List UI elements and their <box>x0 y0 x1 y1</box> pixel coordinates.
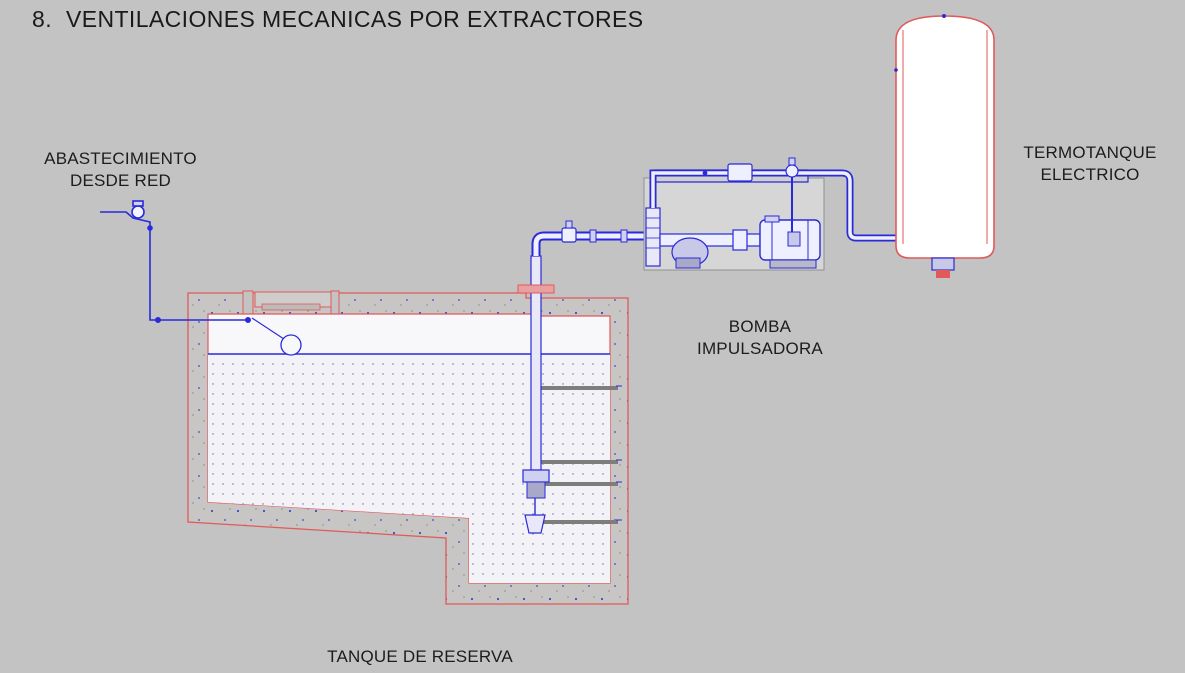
heater-drain-valve <box>931 257 955 271</box>
supply-meter-icon <box>131 205 145 219</box>
tank-hatch <box>242 290 254 316</box>
heater-tank-body <box>895 15 995 259</box>
heater-label-line2: ELECTRICO <box>1040 165 1140 184</box>
check-valve <box>522 469 550 483</box>
pressure-switch <box>727 163 753 182</box>
heater-label-line1: TERMOTANQUE <box>1023 143 1157 162</box>
supply-label: ABASTECIMIENTO DESDE RED <box>18 148 223 192</box>
heater-label: TERMOTANQUE ELECTRICO <box>1000 142 1180 186</box>
pump-label-line1: BOMBA <box>728 317 792 336</box>
union <box>620 229 628 243</box>
tank-water <box>208 354 610 583</box>
level-sensor-bar <box>538 520 618 524</box>
tank-slab-gap <box>330 290 340 316</box>
pump-coupling <box>732 229 748 251</box>
pressure-gauge <box>785 164 799 178</box>
supply-label-line2: DESDE RED <box>70 171 171 190</box>
water-heater <box>894 14 995 278</box>
supply-label-line1: ABASTECIMIENTO <box>44 149 197 168</box>
foot-valve <box>524 514 546 534</box>
discharge-line <box>531 220 650 256</box>
pump-label-line2: IMPULSADORA <box>697 339 823 358</box>
gate-valve <box>561 227 577 243</box>
level-sensor-bar <box>538 386 618 390</box>
union <box>589 229 597 243</box>
page-title: 8. VENTILACIONES MECANICAS POR EXTRACTORE… <box>32 6 644 33</box>
pump-label: BOMBA IMPULSADORA <box>660 316 860 360</box>
supply-line <box>100 200 252 323</box>
tank-flange <box>517 284 555 294</box>
pump-manifold <box>645 207 661 267</box>
level-sensor-bar <box>538 482 618 486</box>
tank-label-line1: TANQUE DE RESERVA <box>327 647 513 666</box>
pump-group <box>643 157 898 271</box>
float-ball <box>280 334 302 356</box>
title-number: 8. <box>32 6 52 32</box>
tank-label: TANQUE DE RESERVA <box>290 646 550 668</box>
title-text: VENTILACIONES MECANICAS POR EXTRACTORES <box>65 6 644 32</box>
level-sensor-bar <box>538 460 618 464</box>
reserve-tank <box>187 255 629 605</box>
